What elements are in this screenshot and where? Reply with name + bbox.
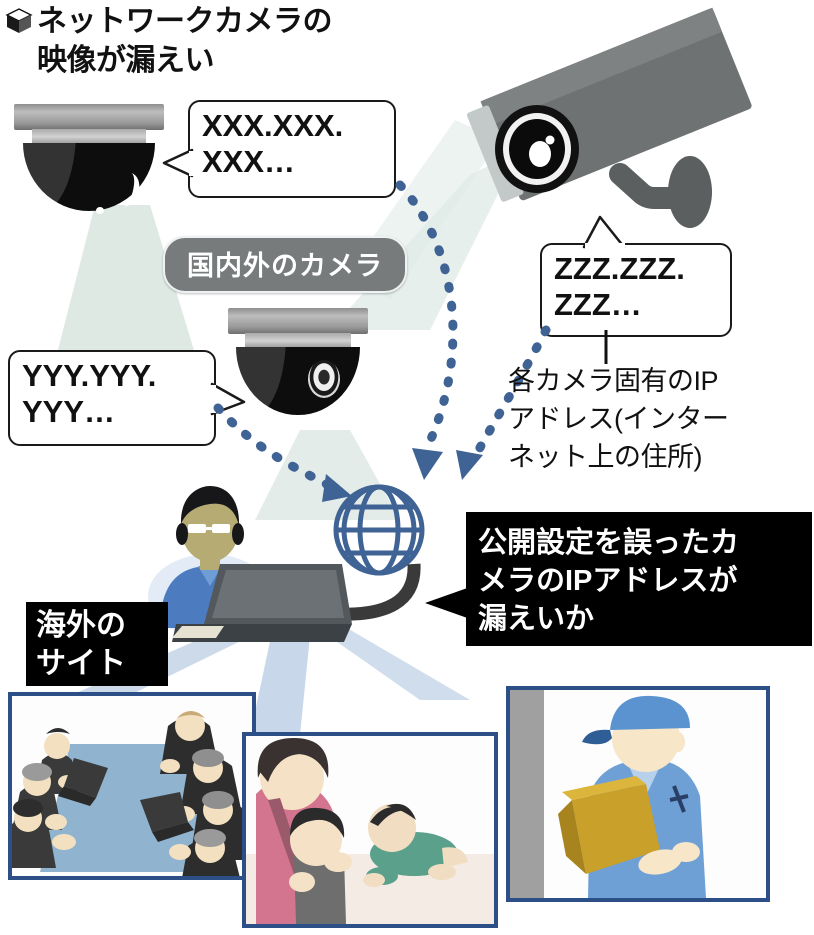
callout-overseas-line1: 海外の <box>36 609 126 642</box>
ip-bubble-yyy: YYY.YYY. YYY… <box>8 350 246 446</box>
panel-family-room <box>242 732 498 928</box>
ip-bubble-zzz-line2: ZZZ… <box>554 287 642 322</box>
ip-bubble-xxx-line1: XXX.XXX. <box>202 108 344 143</box>
panel-meeting-room <box>8 692 256 880</box>
bullet-camera-icon <box>432 0 814 242</box>
title-line-1: ネットワークカメラの <box>37 5 333 38</box>
ip-bubble-xxx-line2: XXX… <box>202 144 296 179</box>
callout-overseas-line2: サイト <box>36 647 126 680</box>
annotation-ip-address: 各カメラ固有のIP アドレス(インター ネット上の住所) <box>508 362 808 476</box>
ip-bubble-zzz: ZZZ.ZZZ. ZZZ… <box>540 215 732 337</box>
annotation-line-2: アドレス(インター <box>508 404 729 434</box>
ip-bubble-yyy-line2: YYY… <box>22 394 116 429</box>
page-title: ネットワークカメラの 映像が漏えい <box>5 2 436 80</box>
callout-leak: 公開設定を誤ったカ メラのIPアドレスが 漏えいか <box>466 512 812 646</box>
ip-bubble-yyy-line1: YYY.YYY. <box>22 358 157 393</box>
callout-overseas-site: 海外の サイト <box>26 602 168 686</box>
bubble-tail-up <box>582 215 626 251</box>
panel-delivery-worker <box>506 686 770 902</box>
dome-camera-icon <box>14 104 164 216</box>
cube-icon <box>5 8 33 33</box>
ip-bubble-xxx: XXX.XXX. XXX… <box>162 100 396 198</box>
callout-leak-line3: 漏えいか <box>478 603 595 635</box>
title-line-2: 映像が漏えい <box>37 44 215 77</box>
bubble-tail-left <box>162 148 195 178</box>
annotation-line-3: ネット上の住所) <box>508 442 703 472</box>
leader-line <box>604 330 608 364</box>
callout-leak-line2: メラのIPアドレスが <box>478 565 738 597</box>
globe-icon <box>333 484 425 576</box>
callout-leak-line1: 公開設定を誤ったカ <box>478 527 740 559</box>
ip-bubble-zzz-line1: ZZZ.ZZZ. <box>554 251 685 286</box>
status-badge-cameras: 国内外のカメラ <box>163 236 407 293</box>
laptop-icon <box>172 564 352 642</box>
annotation-line-1: 各カメラ固有のIP <box>508 366 719 396</box>
dome-camera-icon-2 <box>228 308 368 415</box>
